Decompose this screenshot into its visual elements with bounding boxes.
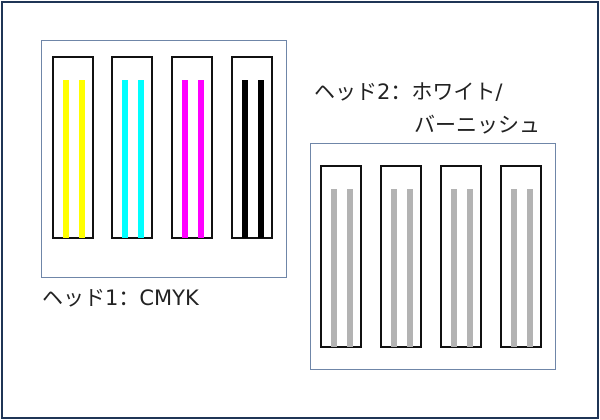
- ink-stripe: [527, 189, 533, 347]
- ink-stripe: [407, 189, 413, 347]
- head2-cartridge-4: [500, 165, 542, 348]
- ink-stripe: [258, 80, 264, 238]
- head2-cartridge-2: [380, 165, 422, 348]
- head2-label-line1: ヘッド2：ホワイト/: [314, 80, 503, 104]
- head1-cartridge-3: [171, 56, 213, 239]
- ink-stripe: [79, 80, 85, 238]
- ink-stripe: [182, 80, 188, 238]
- ink-stripe: [391, 189, 397, 347]
- head1-cartridge-2: [111, 56, 153, 239]
- head1-label: ヘッド1：CMYK: [42, 286, 199, 310]
- head2-cartridge-3: [440, 165, 482, 348]
- head2-label-line2: バーニッシュ: [414, 113, 540, 137]
- ink-stripe: [451, 189, 457, 347]
- ink-stripe: [63, 80, 69, 238]
- ink-stripe: [242, 80, 248, 238]
- ink-stripe: [138, 80, 144, 238]
- ink-stripe: [122, 80, 128, 238]
- ink-stripe: [331, 189, 337, 347]
- head1-cartridge-4: [231, 56, 273, 239]
- ink-stripe: [198, 80, 204, 238]
- head1-cartridge-1: [52, 56, 94, 239]
- head2-cartridge-1: [320, 165, 362, 348]
- ink-stripe: [347, 189, 353, 347]
- ink-stripe: [467, 189, 473, 347]
- ink-stripe: [511, 189, 517, 347]
